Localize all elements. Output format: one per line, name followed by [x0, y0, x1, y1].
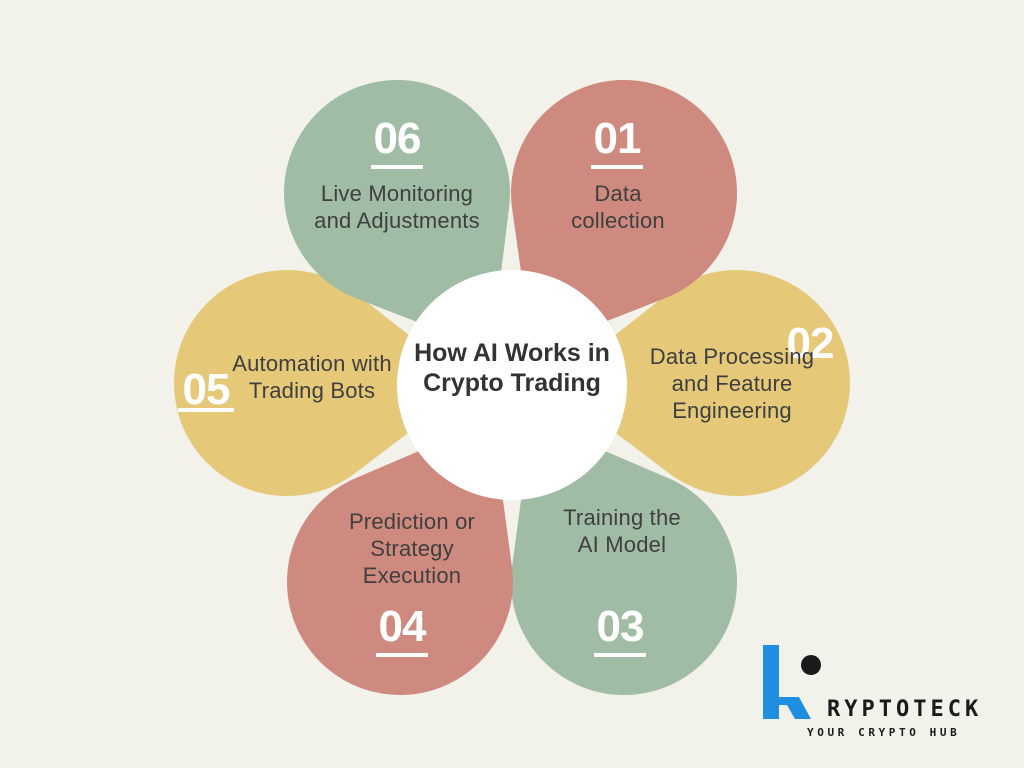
petal-step-03	[511, 419, 737, 695]
step-number-underline	[591, 165, 643, 169]
step-06-label: Live Monitoring and Adjustments	[314, 181, 480, 233]
step-06-number: 06	[357, 115, 437, 169]
step-02-number: 02	[772, 320, 848, 370]
center-circle	[397, 270, 627, 500]
petal-step-01	[510, 80, 737, 351]
step-03-number: 03	[580, 603, 660, 657]
brand-tagline: YOUR CRYPTO HUB	[807, 726, 961, 739]
step-number-text: 03	[596, 602, 645, 651]
petal-step-02	[551, 270, 851, 496]
step-04-number: 04	[362, 603, 442, 657]
step-02-label: Data Processing and Feature Engineering	[649, 344, 815, 423]
step-01-number: 01	[577, 115, 657, 169]
petal-step-06	[283, 79, 510, 351]
step-number-underline	[178, 408, 234, 412]
step-number-underline	[594, 653, 646, 657]
petal-step-04	[286, 419, 513, 695]
step-number-text: 05	[182, 365, 231, 414]
step-number-text: 02	[786, 319, 835, 368]
step-number-text: 01	[593, 114, 642, 163]
step-05-number: 05	[172, 365, 240, 414]
brand-name: RYPTOTECK	[827, 697, 983, 722]
kryptoteck-logo: RYPTOTECK YOUR CRYPTO HUB	[763, 643, 1003, 743]
step-05-label: Automation with Trading Bots	[232, 351, 392, 403]
step-04-label: Prediction or Strategy Execution	[348, 509, 476, 588]
step-03-label: Training the AI Model	[563, 505, 681, 557]
step-number-underline	[376, 653, 428, 657]
petal-step-05	[174, 270, 473, 497]
logo-k-mark-icon	[763, 645, 821, 719]
step-number-text: 04	[378, 602, 427, 651]
diagram-title: How AI Works in Crypto Trading	[414, 339, 610, 397]
step-01-label: Data collection	[571, 181, 665, 233]
step-number-text: 06	[373, 114, 422, 163]
step-number-underline	[371, 165, 423, 169]
